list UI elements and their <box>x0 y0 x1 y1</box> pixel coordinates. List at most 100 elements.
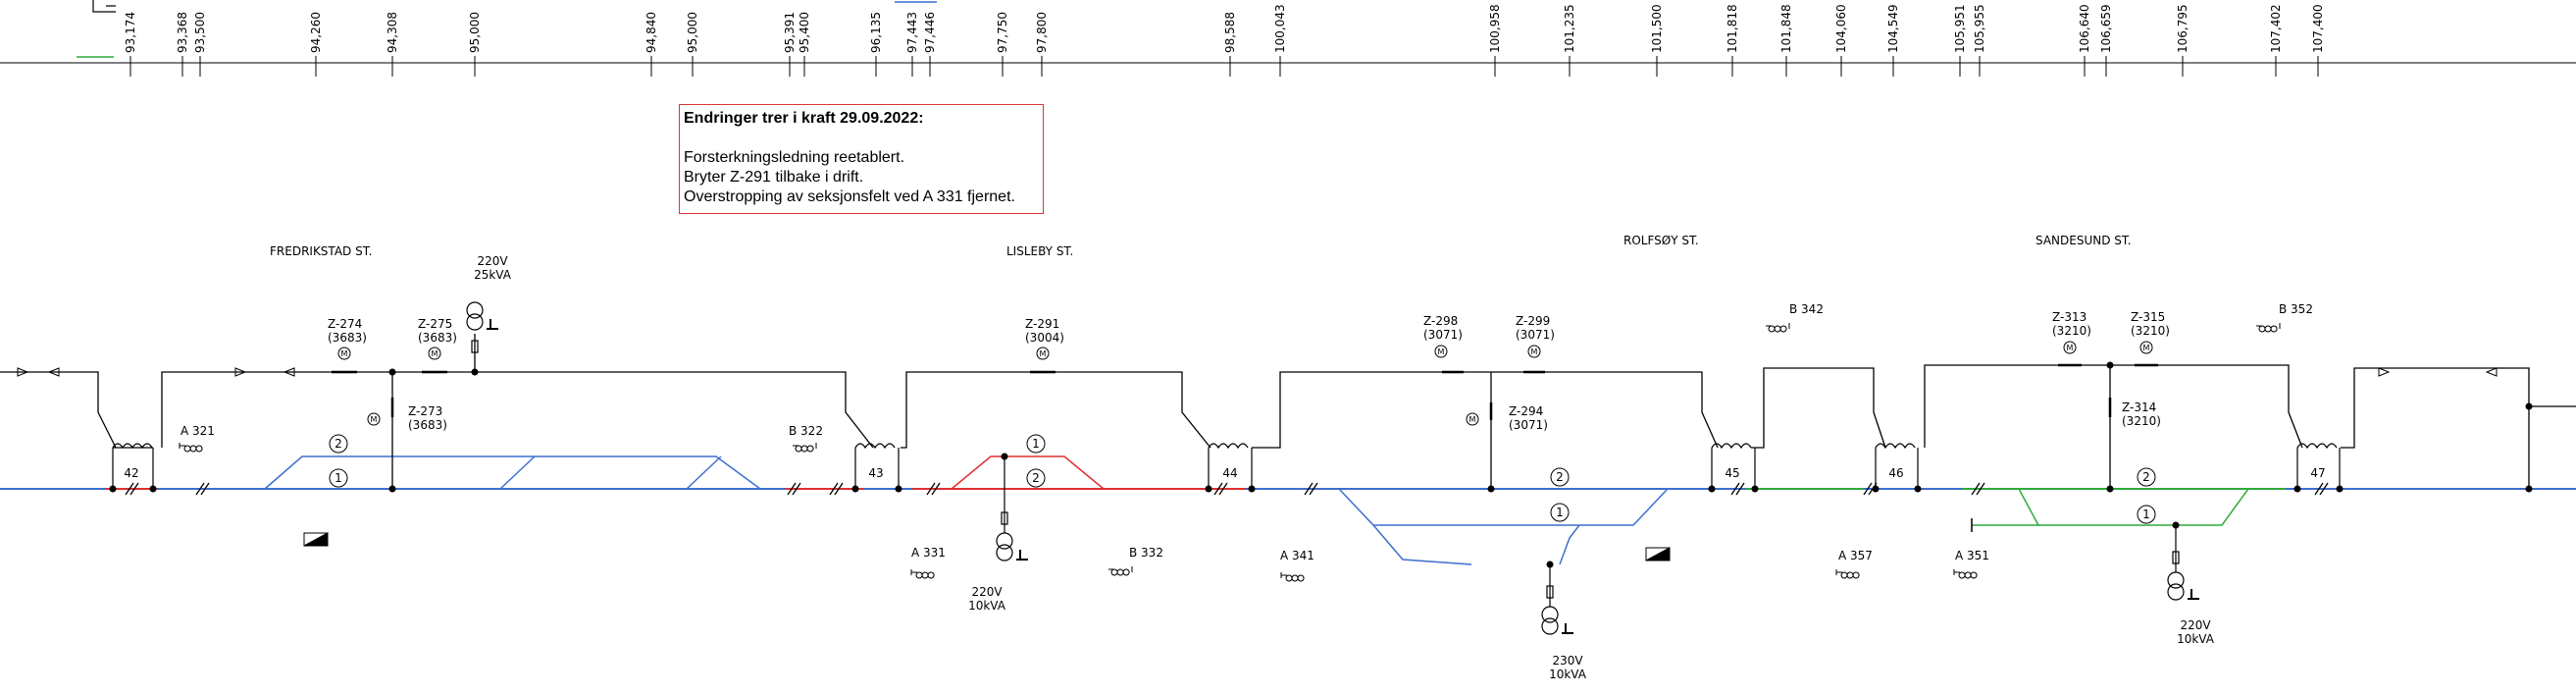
svg-text:(3683): (3683) <box>328 331 367 345</box>
post-coils <box>112 443 2341 489</box>
km-tick-label: 95,391 <box>783 12 797 53</box>
km-tick-label: 94,308 <box>386 12 399 53</box>
svg-text:A 321: A 321 <box>180 424 215 438</box>
svg-text:A 357: A 357 <box>1838 549 1873 562</box>
km-tick-label: 107,402 <box>2269 4 2283 53</box>
svg-text:B 352: B 352 <box>2279 302 2313 316</box>
siding-tracks <box>264 455 2249 565</box>
svg-text:Z-313: Z-313 <box>2052 310 2087 324</box>
svg-text:1: 1 <box>1032 437 1040 451</box>
km-tick-label: 100,958 <box>1488 4 1502 53</box>
svg-text:M: M <box>1438 348 1445 356</box>
svg-text:10kVA: 10kVA <box>2177 632 2215 646</box>
svg-text:M: M <box>2143 344 2150 352</box>
svg-text:M: M <box>432 349 438 358</box>
svg-text:10kVA: 10kVA <box>1549 668 1587 681</box>
svg-text:Z-275: Z-275 <box>418 317 452 331</box>
svg-text:Z-298: Z-298 <box>1423 314 1458 328</box>
svg-text:Z-315: Z-315 <box>2131 310 2165 324</box>
svg-text:45: 45 <box>1725 466 1739 480</box>
km-tick-label: 101,500 <box>1650 4 1664 53</box>
svg-text:A 331: A 331 <box>911 546 946 560</box>
svg-text:(3683): (3683) <box>408 418 447 432</box>
svg-text:Z-314: Z-314 <box>2122 401 2156 414</box>
svg-text:(3210): (3210) <box>2052 324 2091 338</box>
svg-text:Z-299: Z-299 <box>1516 314 1550 328</box>
km-tick-label: 94,840 <box>644 12 658 53</box>
km-tick-label: 106,640 <box>2078 4 2091 53</box>
svg-text:46: 46 <box>1888 466 1903 480</box>
svg-text:1: 1 <box>335 471 342 485</box>
change-notice: Endringer trer i kraft 29.09.2022: Forst… <box>679 104 1044 214</box>
km-tick-label: 98,588 <box>1223 12 1237 53</box>
station-fredrikstad: FREDRIKSTAD ST. <box>270 244 372 258</box>
km-tick-label: 95,400 <box>798 12 811 53</box>
km-tick-label: 94,260 <box>309 12 323 53</box>
svg-text:25kVA: 25kVA <box>474 268 512 282</box>
km-tick-label: 97,800 <box>1035 12 1049 53</box>
km-tick-label: 105,955 <box>1973 4 1986 53</box>
switch-symbols <box>332 363 2158 420</box>
svg-text:47: 47 <box>2310 466 2325 480</box>
earth-symbols <box>487 319 2199 634</box>
svg-text:42: 42 <box>124 466 138 480</box>
km-tick-label: 95,000 <box>468 12 482 53</box>
direction-arrows <box>17 367 2498 377</box>
svg-text:230V: 230V <box>1552 654 1583 668</box>
section-labels: A 321 B 322 A 331 B 332 A 341 B 342 A 35… <box>180 302 2313 562</box>
svg-text:2: 2 <box>1556 470 1564 484</box>
svg-text:M: M <box>371 415 378 424</box>
svg-text:Z-273: Z-273 <box>408 404 442 418</box>
km-tick-label: 93,174 <box>124 12 137 53</box>
svg-text:2: 2 <box>1032 471 1040 485</box>
svg-text:(3071): (3071) <box>1516 328 1555 342</box>
svg-text:A 341: A 341 <box>1280 549 1314 562</box>
svg-text:M: M <box>341 349 348 358</box>
change-notice-line-2: Bryter Z-291 tilbake i drift. <box>684 169 864 186</box>
neutral-flags <box>303 532 1671 561</box>
junction-dots <box>109 361 2533 568</box>
km-tick-label: 107,400 <box>2311 4 2325 53</box>
transformers <box>466 301 2185 635</box>
svg-text:A 351: A 351 <box>1955 549 1989 562</box>
km-tick-label: 101,848 <box>1779 4 1793 53</box>
svg-text:10kVA: 10kVA <box>968 599 1006 613</box>
svg-text:2: 2 <box>335 437 342 451</box>
svg-text:(3071): (3071) <box>1423 328 1463 342</box>
svg-text:2: 2 <box>2142 470 2150 484</box>
change-notice-title: Endringer trer i kraft 29.09.2022: <box>684 110 924 127</box>
section-insulators <box>125 482 2329 496</box>
station-rolfsoy: ROLFSØY ST. <box>1623 234 1699 247</box>
km-tick-label: 95,000 <box>686 12 699 53</box>
svg-text:1: 1 <box>2142 508 2150 521</box>
svg-text:B 342: B 342 <box>1789 302 1824 316</box>
km-tick-label: 104,549 <box>1886 4 1900 53</box>
svg-text:220V: 220V <box>2180 618 2211 632</box>
svg-text:Z-294: Z-294 <box>1509 404 1543 418</box>
km-tick-label: 96,135 <box>869 12 883 53</box>
svg-text:M: M <box>1040 349 1047 358</box>
km-tick-label: 106,795 <box>2176 4 2190 53</box>
svg-text:1: 1 <box>1556 506 1564 519</box>
station-sandesund: SANDESUND ST. <box>2035 234 2132 247</box>
svg-text:(3210): (3210) <box>2122 414 2161 428</box>
svg-text:M: M <box>1469 415 1476 424</box>
track-number-circles <box>329 434 2156 524</box>
svg-text:B 332: B 332 <box>1129 546 1163 560</box>
km-tick-label: 106,659 <box>2099 4 2113 53</box>
svg-text:220V: 220V <box>971 585 1003 599</box>
svg-text:Z-274: Z-274 <box>328 317 362 331</box>
km-tick-label: 105,951 <box>1953 4 1967 53</box>
svg-text:44: 44 <box>1222 466 1237 480</box>
svg-text:(3004): (3004) <box>1025 331 1064 345</box>
svg-text:(3683): (3683) <box>418 331 457 345</box>
svg-text:220V: 220V <box>477 254 508 268</box>
change-notice-line-3: Overstropping av seksjonsfelt ved A 331 … <box>684 188 1015 205</box>
switch-motors <box>337 341 2153 426</box>
svg-text:(3210): (3210) <box>2131 324 2170 338</box>
switch-labels: Z-274(3683) Z-275(3683) Z-273(3683) Z-29… <box>328 310 2170 432</box>
